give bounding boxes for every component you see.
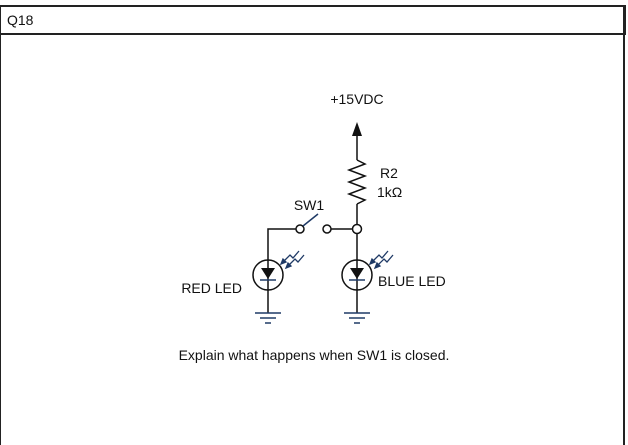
question-card-frame: [0, 5, 625, 445]
resistor-value: 1kΩ: [377, 184, 402, 200]
switch-terminal-left: [295, 224, 305, 234]
question-header: Q18: [0, 5, 626, 35]
switch-terminal-right: [322, 224, 332, 234]
question-prompt: Explain what happens when SW1 is closed.: [178, 347, 450, 363]
resistor-designator: R2: [380, 165, 398, 181]
red-led-label: RED LED: [181, 280, 242, 296]
switch-designator: SW1: [294, 197, 325, 213]
question-number: Q18: [7, 12, 34, 28]
blue-led-label: BLUE LED: [378, 273, 446, 289]
switch-blade: [302, 213, 319, 227]
wire-switch-to-red-led: [267, 228, 296, 260]
supply-arrow-icon: [352, 122, 362, 160]
junction-node: [351, 223, 363, 235]
blue-led-light-arrows-icon: [368, 250, 394, 270]
red-led-light-arrows-icon: [279, 250, 305, 270]
red-led-symbol: [252, 259, 284, 291]
blue-led-ground-icon: [344, 312, 370, 324]
resistor-r2-symbol: [346, 159, 368, 205]
supply-voltage-label: +15VDC: [330, 91, 383, 107]
red-led-ground-icon: [255, 312, 281, 324]
blue-led-symbol: [341, 259, 373, 291]
